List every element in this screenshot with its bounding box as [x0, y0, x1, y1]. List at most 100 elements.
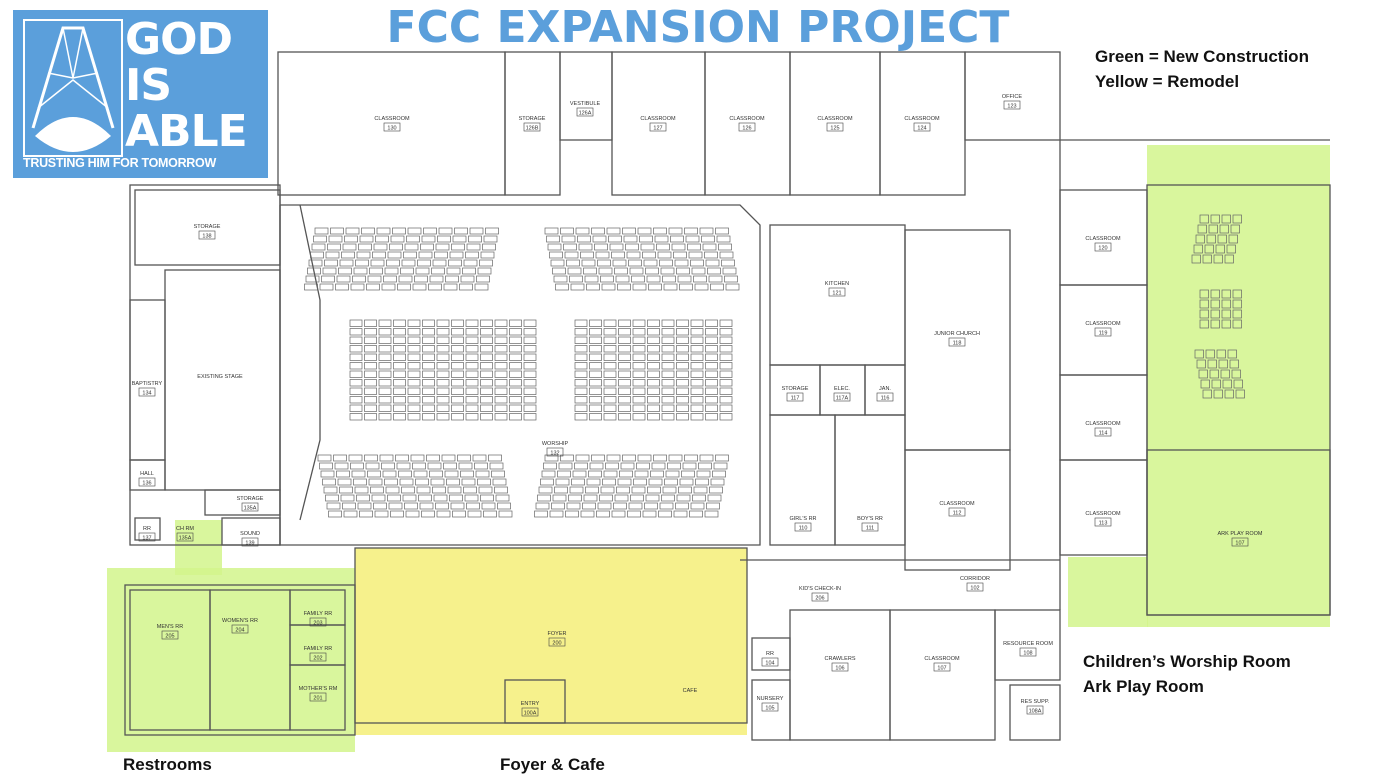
seat [618, 353, 631, 361]
seat [387, 494, 401, 502]
seat [684, 454, 698, 462]
seat [400, 267, 414, 275]
seat [603, 396, 617, 404]
room-wall [129, 299, 166, 461]
seat [722, 267, 737, 275]
seat [661, 336, 675, 344]
room-name: FAMILY RR [304, 646, 333, 652]
seat [647, 387, 660, 395]
seat [603, 387, 617, 395]
seat [419, 502, 434, 510]
seat [1210, 319, 1220, 329]
seat [450, 502, 465, 510]
seat [393, 345, 406, 353]
seat [575, 227, 590, 235]
seat [476, 275, 490, 283]
seat [688, 251, 703, 259]
seat [699, 227, 714, 235]
seat [351, 470, 366, 478]
seat [436, 396, 450, 404]
seat [334, 462, 349, 470]
seat [1226, 244, 1236, 254]
seat [1232, 299, 1242, 309]
seat [591, 454, 605, 462]
seat [338, 267, 352, 275]
seat [443, 283, 458, 291]
seat [474, 283, 489, 291]
room-name: CH RM [176, 526, 194, 532]
seat [349, 353, 363, 361]
seat [479, 259, 493, 267]
seat [349, 413, 363, 421]
seat [407, 345, 421, 353]
seat [509, 370, 522, 378]
seat [1196, 359, 1206, 369]
room-name: RR [143, 526, 151, 532]
seat [436, 379, 450, 387]
room-number: 135A [179, 536, 192, 542]
seat [509, 319, 522, 327]
seat [485, 227, 499, 235]
room-name: CLASSROOM [1085, 236, 1121, 242]
seat [603, 404, 617, 412]
seat [509, 379, 522, 387]
seat [435, 243, 450, 251]
seat [1199, 289, 1209, 299]
seat [553, 275, 568, 283]
seat [407, 404, 421, 412]
seat [594, 243, 608, 251]
seat [378, 396, 392, 404]
seat [628, 502, 643, 510]
seat [509, 404, 522, 412]
seat [376, 227, 391, 235]
seat [632, 345, 646, 353]
room-label: CAFE [683, 688, 698, 694]
room-number-box [826, 122, 844, 132]
seat [719, 413, 733, 421]
seat [1221, 289, 1231, 299]
seat [1199, 319, 1209, 329]
room-wall [277, 51, 506, 196]
seat [403, 251, 417, 259]
room-name: STORAGE [194, 224, 221, 230]
seat [373, 502, 387, 510]
room-name: CLASSROOM [1085, 321, 1121, 327]
seat [618, 336, 631, 344]
seat [648, 283, 662, 291]
seat [572, 470, 587, 478]
seat [675, 502, 689, 510]
seat [422, 396, 435, 404]
seat [523, 328, 537, 336]
seat [603, 328, 617, 336]
room-number: 105 [765, 706, 774, 712]
room-name: CLASSROOM [1085, 511, 1121, 517]
seat [665, 470, 680, 478]
room-number-box [1231, 537, 1249, 547]
seat [352, 275, 366, 283]
seat [432, 259, 447, 267]
seat [448, 259, 462, 267]
seat [574, 462, 588, 470]
seat [560, 227, 574, 235]
seat [658, 510, 672, 518]
seat [381, 462, 395, 470]
seat [632, 336, 646, 344]
seat [451, 336, 464, 344]
seat [632, 387, 646, 395]
seat [361, 227, 375, 235]
room-name: JAN. [879, 386, 891, 392]
seat [585, 486, 599, 494]
seat [436, 336, 450, 344]
seat [1221, 309, 1231, 319]
seat [719, 345, 733, 353]
seat [617, 283, 631, 291]
seat [698, 462, 712, 470]
caption-foyer-cafe: Foyer & Cafe [500, 755, 605, 774]
seat [537, 494, 551, 502]
seat [430, 478, 445, 486]
room-number: 202 [313, 656, 322, 662]
seat [349, 328, 363, 336]
seat [1231, 369, 1241, 379]
